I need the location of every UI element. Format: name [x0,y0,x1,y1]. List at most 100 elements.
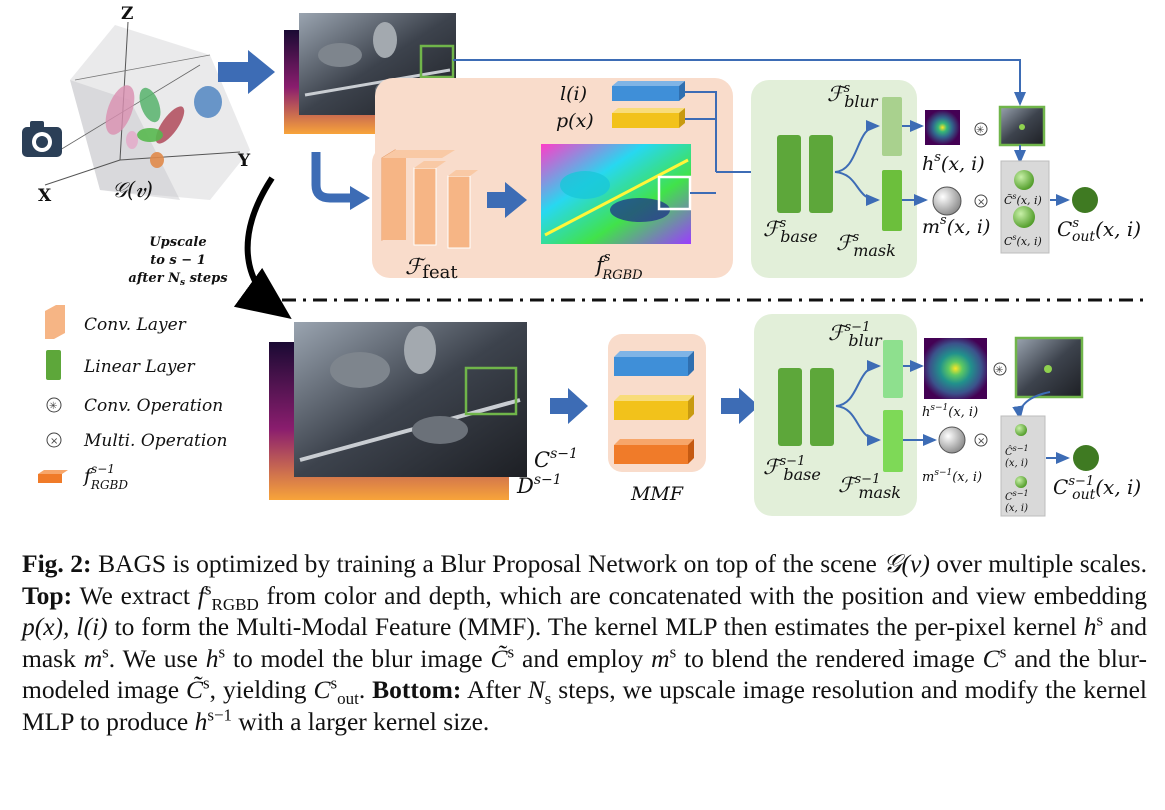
ctilde-top-sup: s [1012,192,1016,201]
caption-f: f [197,580,205,610]
legend-frgbd-swatch [38,470,68,474]
mask-sphere-top [932,186,962,216]
conv-op-glyph-bottom: ✳ [995,365,1003,376]
crop-image-bottom [1014,336,1084,399]
legend-conv-op-icon [46,397,62,413]
upscale-line-2: to s − 1 [150,253,206,268]
method-diagram: Z Y X 𝒢(𝒗) Cs Ds ℱfeat [22,4,1148,517]
h-label-top: hs(x, i) [922,150,985,175]
m-label-top: ms(x, i) [922,213,990,238]
caption-p12: , yielding [209,675,314,704]
x-axis-label: X [38,186,52,206]
ctilde-top-main: C̃ [1004,194,1013,207]
m-bottom-main: m [922,470,934,485]
caption-f-sub: RGBD [211,594,259,614]
f-base-bottom-main: ℱ [763,455,783,479]
legend-conv-swatch [45,305,65,339]
ctilde-label-bottom: Ĉs−1 [1005,444,1029,458]
linear-mask-bottom [883,410,903,472]
l-label: l(i) [560,83,587,105]
d-label-bottom: Ds−1 [516,472,562,498]
cs-top-sup: s [1012,233,1016,242]
cout-bottom-sup: s−1 [1068,474,1094,489]
arrow-conv-to-rgbd [487,182,527,218]
y-axis-label: Y [237,151,251,171]
multi-op-glyph-top: × [977,197,985,208]
patch-box-bottom [464,366,518,416]
m-bottom-arg: (x, i) [952,470,982,485]
ctilde-arg-bottom: (x, i) [1005,458,1028,469]
f-mask-bottom-sub: mask [858,483,901,502]
upscale-line-3a: after N [128,271,181,286]
caption-f-sup: s [204,579,212,598]
caption-m: m [83,643,103,673]
f-mask-top-main: ℱ [836,231,856,255]
caption-top: Top: [22,580,73,610]
caption-p8: to model the blur image [225,643,491,673]
base-to-mask-curve-bottom [835,405,881,446]
caption-pl: p(x), l(i) [22,612,108,641]
caption-h2: h [205,643,219,673]
cout-sphere-top [1072,187,1098,213]
conv-op-icon-top [974,122,988,136]
legend-multi-op-icon [46,432,62,448]
conv-op-icon-bottom [993,362,1007,376]
caption-ct-sup: s [507,642,515,661]
legend-linear-swatch [46,350,61,380]
legend-convop-label: Conv. Operation [84,396,223,416]
f-base-bottom-sub: base [783,465,820,484]
cout-top-main: C [1057,217,1072,241]
h-top-sup: s [934,150,941,165]
cs-sphere-top [1013,206,1035,228]
caption-h-sup: s [1096,610,1104,630]
legend-multiop-label: Multi. Operation [83,431,227,451]
d-bottom-sup: s−1 [534,472,562,488]
linear-base-2-bottom [810,368,834,446]
patch-box-top [419,44,455,79]
cout-bottom-main: C [1053,475,1068,499]
ctilde-bottom-sup: s−1 [1013,444,1029,453]
legend-f-sup: s−1 [91,462,115,476]
caption-h2-sup: s [218,642,226,661]
cout-top-sup: s [1072,216,1079,231]
f-rgbd-sup: s [604,250,611,265]
linear-blur-bottom [883,340,903,398]
cout-bottom-sub: out [1072,487,1095,503]
h-top-main: h [922,153,934,175]
caption-p10: to blend the rendered image [676,643,983,673]
legend-f-main: f [82,465,94,487]
f-base-bottom-sup: s−1 [780,454,806,469]
mask-sphere-bottom [938,426,966,454]
arrow-to-feature-head [350,186,370,210]
color-image-bottom-content [299,326,521,462]
caption-c: C [982,643,1000,673]
f-rgbd-sub: RGBD [601,268,643,283]
caption-label: Fig. 2: [22,549,92,578]
cout-top-sub: out [1072,229,1095,245]
caption-m2-sup: s [669,642,677,661]
caption-h3: h [194,706,208,736]
f-mask-bottom-main: ℱ [838,473,858,497]
multi-op-icon-bottom [974,433,988,447]
m-top-arg: (x, i) [947,216,991,238]
f-rgbd-main: f [594,253,607,277]
caption-p6: and mask [22,612,1147,673]
f-mask-bottom-sup: s−1 [855,472,881,487]
f-blur-bottom-sub: blur [848,331,883,350]
figure-caption: Fig. 2: BAGS is optimized by training a … [22,548,1147,737]
ctilde-bottom-main: Ĉ [1005,446,1013,458]
caption-n: N [527,675,545,704]
caption-ct2-sup: s [203,673,210,693]
f-blur-top-sub: blur [844,92,879,111]
caption-p1: BAGS is optimized by training a Blur Pro… [91,549,884,578]
legend-conv-op-glyph: ✳ [49,401,57,412]
ctilde-top-arg: (x, i) [1017,194,1042,207]
linear-blur-top [882,97,902,156]
mmf-embed-blue [614,351,694,376]
